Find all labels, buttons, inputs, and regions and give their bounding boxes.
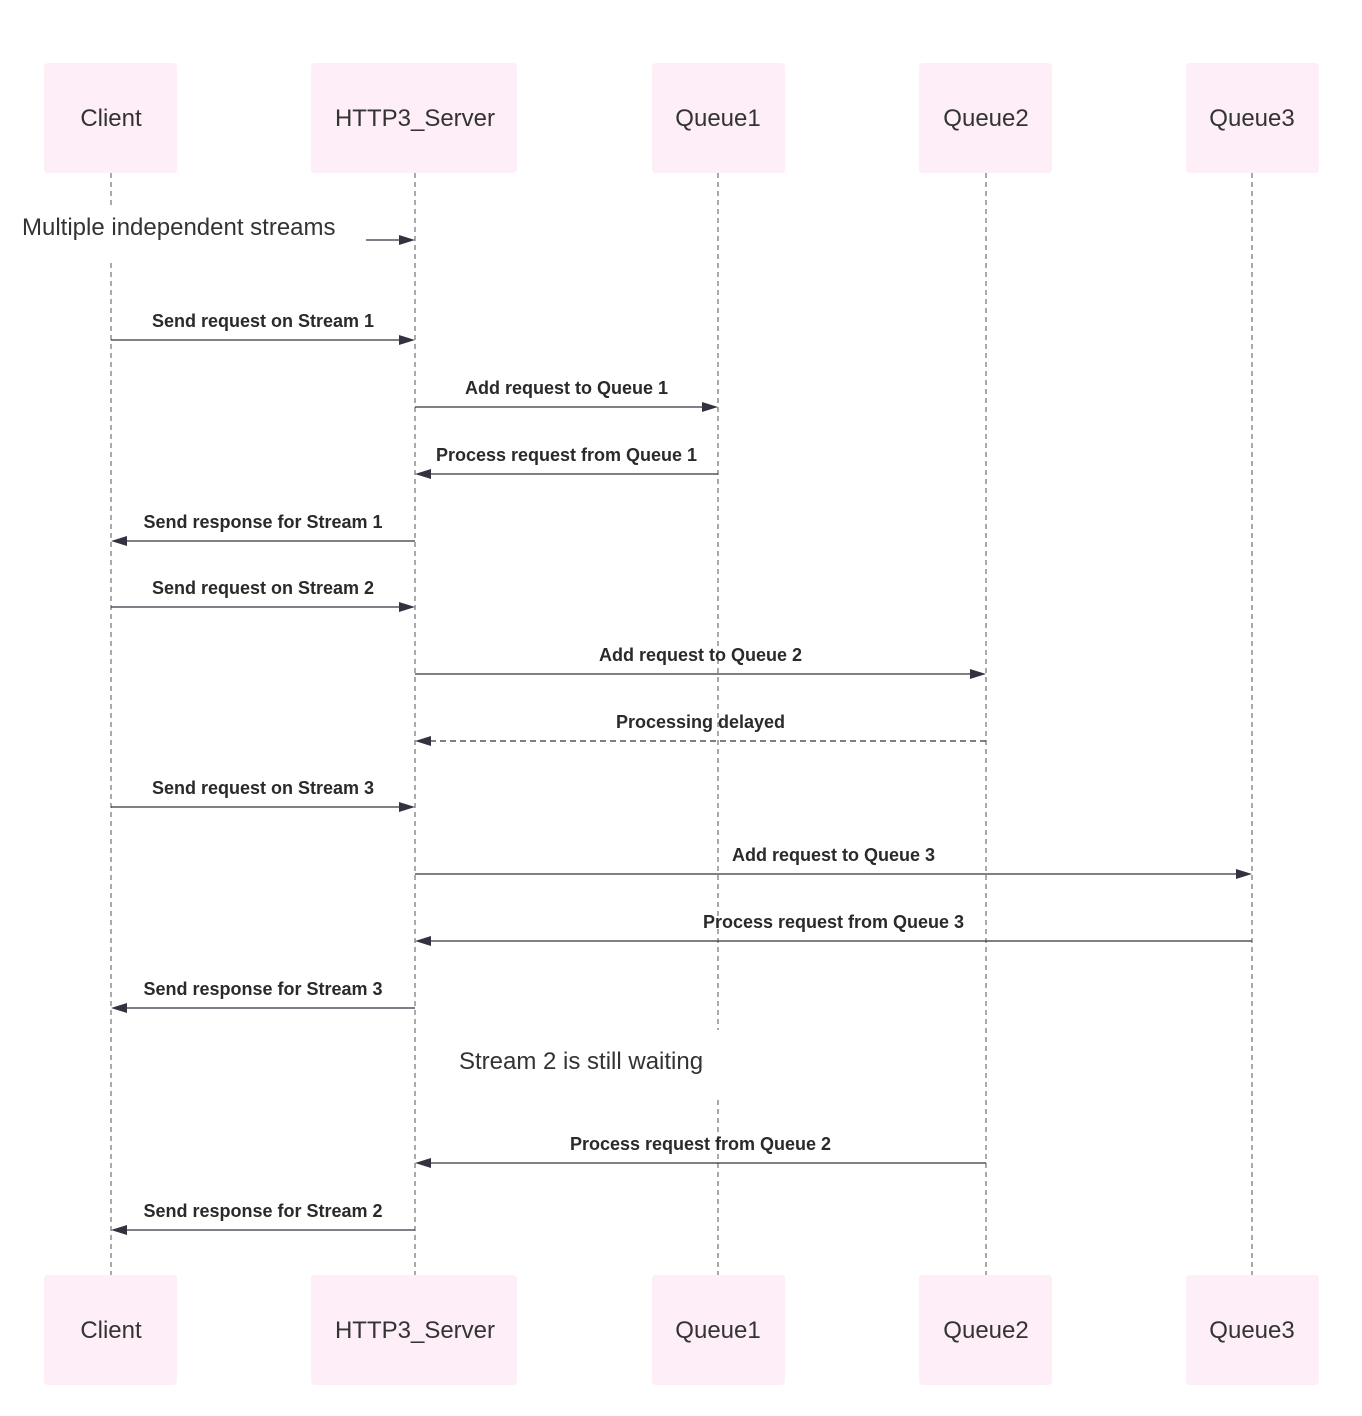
participant-box	[652, 1275, 785, 1385]
message-2: Add request to Queue 1	[415, 378, 718, 412]
message-label: Send response for Stream 1	[143, 512, 382, 532]
message-7: Processing delayed	[415, 712, 986, 746]
message-label: Add request to Queue 2	[599, 645, 802, 665]
participant-box	[1186, 1275, 1319, 1385]
message-12: Process request from Queue 2	[415, 1134, 986, 1168]
arrowhead	[111, 536, 127, 546]
participant-box	[919, 1275, 1052, 1385]
participant-label: Queue2	[943, 105, 1028, 132]
message-label: Processing delayed	[616, 712, 785, 732]
arrowhead	[415, 736, 431, 746]
participant-client-top: Client	[44, 63, 177, 173]
message-3: Process request from Queue 1	[415, 445, 718, 479]
arrowhead	[111, 1225, 127, 1235]
participant-label: Queue1	[675, 105, 760, 132]
arrowhead	[415, 469, 431, 479]
participant-q3-top: Queue3	[1186, 63, 1319, 173]
message-8: Send request on Stream 3	[111, 778, 415, 812]
participant-box	[44, 1275, 177, 1385]
participant-label: Client	[80, 1317, 142, 1344]
participant-box	[311, 1275, 517, 1385]
participant-q1-bottom: Queue1	[652, 1275, 785, 1385]
message-label: Process request from Queue 1	[436, 445, 697, 465]
message-6: Add request to Queue 2	[415, 645, 986, 679]
message-label: Process request from Queue 3	[703, 912, 964, 932]
arrowhead	[1236, 869, 1252, 879]
participant-label: HTTP3_Server	[335, 105, 495, 132]
arrowhead	[970, 669, 986, 679]
message-label: Send request on Stream 1	[152, 311, 374, 331]
message-label: Send request on Stream 3	[152, 778, 374, 798]
note-text: Multiple independent streams	[22, 214, 336, 241]
participant-label: Queue3	[1209, 1317, 1294, 1344]
participant-server-top: HTTP3_Server	[311, 63, 517, 173]
participant-box	[44, 63, 177, 173]
participant-q3-bottom: Queue3	[1186, 1275, 1319, 1385]
participant-q1-top: Queue1	[652, 63, 785, 173]
message-10: Process request from Queue 3	[415, 912, 1252, 946]
arrowhead	[702, 402, 718, 412]
participant-label: HTTP3_Server	[335, 1317, 495, 1344]
participant-box	[919, 63, 1052, 173]
participant-box	[652, 63, 785, 173]
message-label: Send response for Stream 3	[143, 979, 382, 999]
participants-top: Client HTTP3_Server Queue1 Queue2 Queue3	[44, 63, 1319, 173]
arrowhead	[399, 802, 415, 812]
message-1: Send request on Stream 1	[111, 311, 415, 345]
participant-label: Queue1	[675, 1317, 760, 1344]
participant-label: Client	[80, 105, 142, 132]
arrowhead	[111, 1003, 127, 1013]
message-label: Add request to Queue 3	[732, 845, 935, 865]
participant-label: Queue3	[1209, 105, 1294, 132]
lifelines	[110, 173, 1253, 1275]
message-11: Send response for Stream 3	[111, 979, 415, 1013]
note-stream2-waiting: Stream 2 is still waiting	[448, 1030, 720, 1096]
participant-q2-bottom: Queue2	[919, 1275, 1052, 1385]
arrowhead	[399, 335, 415, 345]
message-label: Add request to Queue 1	[465, 378, 668, 398]
participant-client-bottom: Client	[44, 1275, 177, 1385]
message-label: Process request from Queue 2	[570, 1134, 831, 1154]
note-background	[18, 205, 348, 261]
message-9: Add request to Queue 3	[415, 845, 1252, 879]
arrowhead	[399, 235, 415, 245]
arrowhead	[415, 1158, 431, 1168]
message-5: Send request on Stream 2	[111, 578, 415, 612]
participant-box	[311, 63, 517, 173]
participant-box	[1186, 63, 1319, 173]
participants-bottom: Client HTTP3_Server Queue1 Queue2 Queue3	[44, 1275, 1319, 1385]
message-13: Send response for Stream 2	[111, 1201, 415, 1235]
arrowhead	[415, 936, 431, 946]
message-label: Send request on Stream 2	[152, 578, 374, 598]
participant-label: Queue2	[943, 1317, 1028, 1344]
messages: Send request on Stream 1 Add request to Q…	[111, 311, 1252, 1235]
message-label: Send response for Stream 2	[143, 1201, 382, 1221]
note-background	[448, 1030, 720, 1096]
note-text: Stream 2 is still waiting	[459, 1048, 703, 1075]
message-4: Send response for Stream 1	[111, 512, 415, 546]
note-multiple-streams: Multiple independent streams	[18, 205, 415, 261]
participant-server-bottom: HTTP3_Server	[311, 1275, 517, 1385]
arrowhead	[399, 602, 415, 612]
participant-q2-top: Queue2	[919, 63, 1052, 173]
